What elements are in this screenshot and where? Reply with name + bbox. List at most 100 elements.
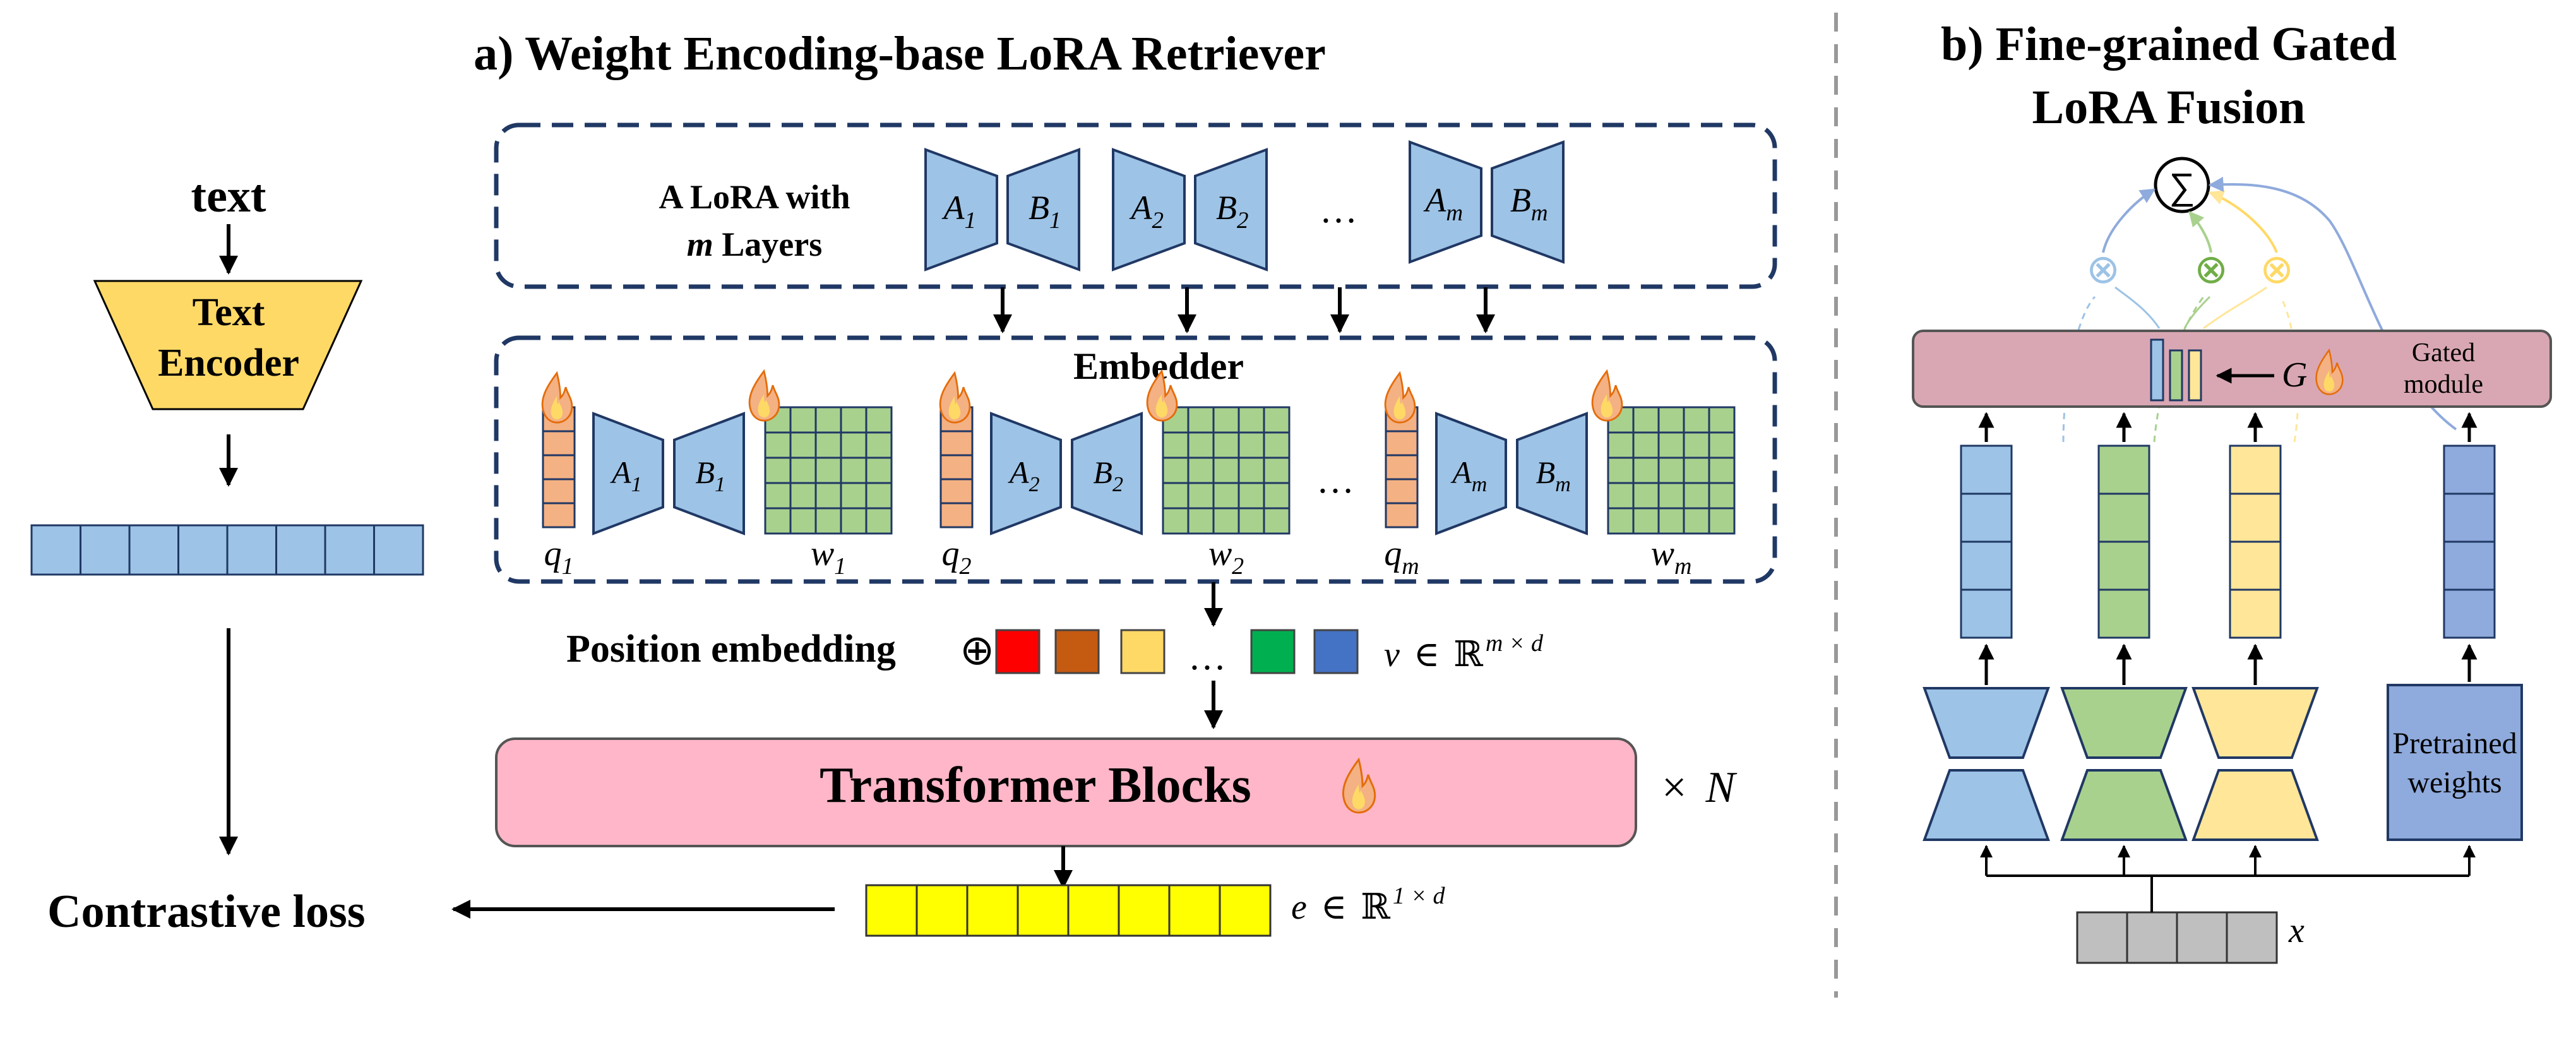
transformer-blocks-label: Transformer Blocks <box>820 758 1251 813</box>
w-matrix-cell-3 <box>1708 482 1736 510</box>
pretrained-weights-label-line1: Pretrained <box>2392 727 2517 760</box>
gated-module-label-line2: module <box>2404 370 2483 399</box>
link-blue-otimes-to-sum <box>2102 188 2156 253</box>
position-swatch-1 <box>995 629 1041 674</box>
w-matrix-cell-2 <box>1237 406 1265 434</box>
w-matrix-cell-3 <box>1708 406 1736 434</box>
w-matrix-cell-2 <box>1187 431 1215 459</box>
text-encoder <box>93 280 363 410</box>
pretrained-output-cell <box>2443 492 2496 543</box>
trainable-flame-icon <box>939 372 971 424</box>
w-matrix-cell-1 <box>840 431 868 459</box>
text-embedding-cell <box>30 524 81 576</box>
text-encoder-label-line2: Encoder <box>158 342 299 385</box>
yellow-output-cell <box>2229 588 2282 639</box>
text-encoder-label-line1: Text <box>193 291 265 334</box>
otimes-icon-green: ⊗ <box>2194 246 2228 292</box>
w-matrix-cell-1 <box>814 406 842 434</box>
lora-b-matrix-emb-1 <box>673 412 745 535</box>
output-embedding-cell <box>1118 884 1171 937</box>
x-label: x <box>2288 911 2305 950</box>
text-embedding-cell <box>373 524 424 576</box>
position-swatch-5 <box>1313 629 1359 674</box>
gate-weight-blue <box>2150 338 2164 402</box>
green-output-cell <box>2097 492 2150 543</box>
q-vector-cell-3 <box>1385 478 1419 504</box>
q-vector-cell-2 <box>939 454 974 480</box>
w-matrix-cell-2 <box>1237 431 1265 459</box>
w-matrix-cell-2 <box>1263 456 1291 484</box>
output-embedding-vector <box>865 884 1272 937</box>
text-embedding-vector <box>30 524 424 576</box>
input-x-cell <box>2076 911 2128 964</box>
q-vector-cell-1 <box>542 430 576 456</box>
dashed-green-to-otimes <box>2153 296 2205 443</box>
output-embedding-cell <box>1168 884 1221 937</box>
lora-box-label-line1: A LoRA with <box>659 178 850 216</box>
dashed-blue-to-otimes <box>2062 295 2096 443</box>
contrastive-loss-label: Contrastive loss <box>47 886 366 938</box>
lora-a-yellow <box>2191 687 2319 759</box>
w-matrix-cell-1 <box>789 406 817 434</box>
yellow-output-cell <box>2229 444 2282 495</box>
embedder-box <box>494 335 1777 584</box>
w-matrix-cell-2 <box>1212 456 1240 484</box>
w-matrix-cell-2 <box>1237 507 1265 535</box>
w-matrix-cell-1 <box>764 456 792 484</box>
w-matrix-cell-3 <box>1657 406 1685 434</box>
w-matrix-cell-3 <box>1683 456 1710 484</box>
w-matrix-cell-2 <box>1187 406 1215 434</box>
input-x-cell <box>2226 911 2278 964</box>
w-label-1: w1 <box>811 534 846 580</box>
w-matrix-cell-1 <box>840 406 868 434</box>
w-matrix-cell-1 <box>764 431 792 459</box>
w-label-2: w2 <box>1208 534 1244 580</box>
w-matrix-cell-3 <box>1632 406 1660 434</box>
pretrained-output-cell <box>2443 540 2496 591</box>
output-embedding-cell <box>966 884 1019 937</box>
trainable-flame-icon <box>541 372 573 424</box>
panel-a-title: a) Weight Encoding-base LoRA Retriever <box>474 27 1326 80</box>
input-x-vector <box>2076 911 2278 964</box>
green-output-cell <box>2097 444 2150 495</box>
lora-a-blue <box>1923 687 2050 759</box>
w-matrix-cell-1 <box>814 482 842 510</box>
panel-b-title-line1: b) Fine-grained Gated <box>1941 18 2397 71</box>
w-matrix-cell-3 <box>1657 482 1685 510</box>
lora-b-blue <box>1923 769 2050 841</box>
pretrained-weights-box <box>2387 684 2523 841</box>
link-yellow-otimes-to-sum <box>2208 190 2278 253</box>
w-matrix-cell-3 <box>1657 431 1685 459</box>
w-matrix-cell-3 <box>1708 507 1736 535</box>
lora-a-matrix-emb-3 <box>1435 412 1507 535</box>
w-matrix-cell-2 <box>1212 431 1240 459</box>
w-matrix-cell-2 <box>1212 482 1240 510</box>
lora-b-yellow <box>2191 769 2319 841</box>
link-green-otimes-to-sum <box>2188 211 2212 253</box>
input-x-cell <box>2126 911 2178 964</box>
w-matrix-cell-1 <box>764 482 792 510</box>
text-embedding-cell <box>80 524 131 576</box>
trainable-flame-icon <box>1384 372 1416 424</box>
w-matrix-cell-2 <box>1212 406 1240 434</box>
w-matrix-cell-2 <box>1237 456 1265 484</box>
gate-to-blue-otimes <box>2114 286 2161 329</box>
lora-box-ellipsis: … <box>1320 189 1357 230</box>
q-label-3: qm <box>1384 534 1419 580</box>
blue-output-cell <box>1960 444 2013 495</box>
q-label-1: q1 <box>544 534 574 580</box>
gate-weight-yellow <box>2188 349 2202 402</box>
green-output-cell <box>2097 540 2150 591</box>
lora-a-label-emb-2: A2 <box>1008 455 1040 496</box>
fusion-columns <box>1923 412 2496 841</box>
w-matrix-cell-3 <box>1632 482 1660 510</box>
lora-b-green <box>2060 769 2188 841</box>
position-ellipsis: … <box>1188 636 1226 677</box>
lora-box-label-line2: m Layers <box>687 225 822 263</box>
w-matrix-cell-3 <box>1607 431 1635 459</box>
lora-b-matrix-1 <box>1006 148 1080 271</box>
w-matrix-cell-2 <box>1187 482 1215 510</box>
w-matrix-cell-1 <box>865 482 893 510</box>
